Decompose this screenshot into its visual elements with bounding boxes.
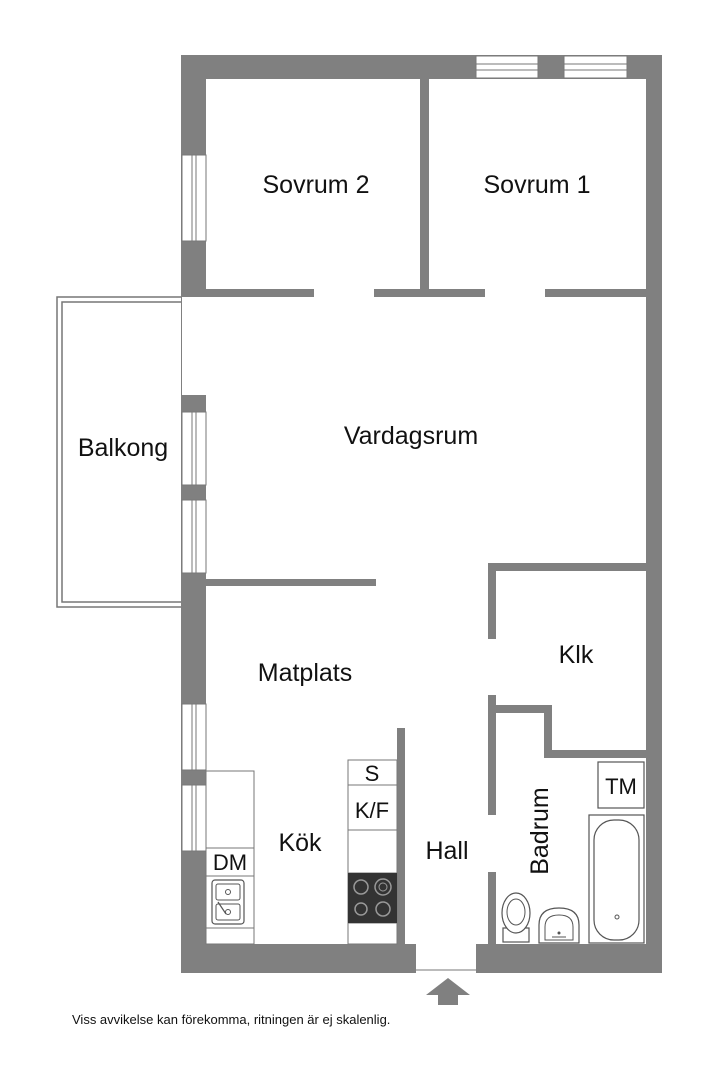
kitchen-fixtures (205, 759, 398, 945)
room-label-sovrum2: Sovrum 2 (263, 171, 370, 199)
bathroom-fixtures (501, 761, 645, 944)
room-label-sovrum1: Sovrum 1 (484, 171, 591, 199)
disclaimer-note: Viss avvikelse kan förekomma, ritningen … (72, 1012, 390, 1027)
room-label-balkong: Balkong (78, 434, 168, 462)
toilet-icon (501, 892, 531, 943)
room-label-vardagsrum: Vardagsrum (344, 422, 478, 450)
interior-walls (206, 79, 646, 944)
room-label-klk: Klk (559, 641, 594, 669)
sink-icon (211, 879, 245, 925)
right-wall (646, 55, 662, 973)
windows (181, 55, 628, 973)
entrance-arrow-icon (426, 978, 470, 1005)
room-label-kok: Kök (278, 829, 322, 857)
fixture-label-kf: K/F (355, 798, 389, 823)
stove-icon (348, 873, 397, 923)
room-label-hall: Hall (425, 837, 468, 865)
bathtub-icon (588, 814, 645, 944)
bottom-wall-left (181, 944, 416, 973)
fixture-label-s: S (365, 761, 380, 786)
room-label-matplats: Matplats (258, 659, 352, 687)
bottom-wall-right (476, 944, 662, 973)
room-label-badrum: Badrum (526, 787, 554, 875)
fixture-label-dm: DM (213, 850, 247, 875)
washbasin-icon (538, 907, 580, 944)
fixture-label-tm: TM (605, 774, 637, 799)
